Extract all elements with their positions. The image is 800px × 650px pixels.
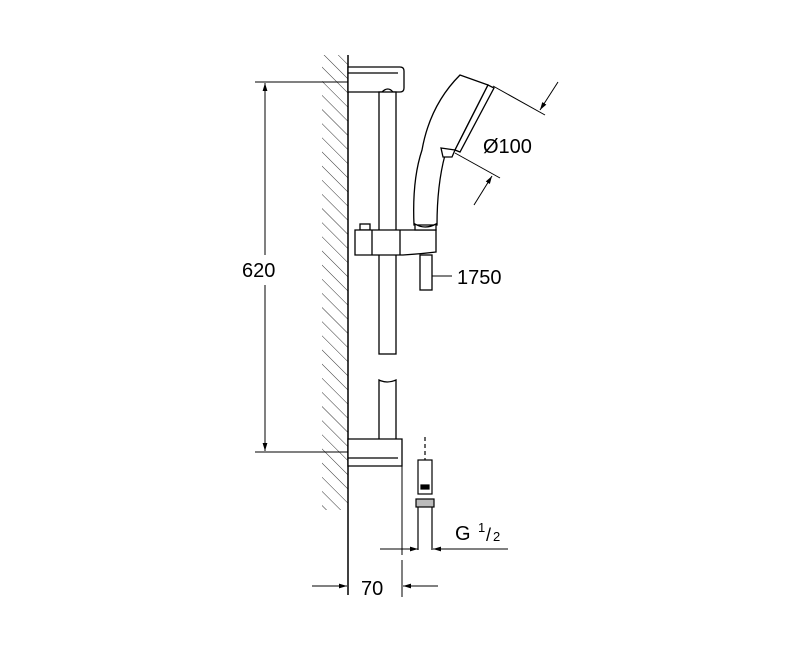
thread-prefix-label: G [455,523,471,545]
thread-dimension [380,466,508,555]
rail-upper [378,91,397,355]
diameter-dimension [454,81,559,206]
wall-offset-label: 70 [361,578,383,600]
slider-holder [354,223,437,256]
wall [322,55,349,595]
thread-slash: / [486,525,491,545]
diameter-label: Ø100 [483,136,532,158]
bottom-wall-bracket [347,438,403,467]
thread-denominator-label: 2 [493,529,500,544]
rail-height-label: 620 [242,260,275,282]
thread-numerator-label: 1 [478,520,485,535]
hose-connector [415,437,435,550]
hose-length-label: 1750 [457,267,502,289]
rail-lower [378,378,397,441]
top-wall-bracket [347,66,405,93]
wall-offset-dimension [312,560,438,597]
hand-shower [413,74,495,231]
hose-segment [419,254,433,291]
rail-height-dimension [255,81,348,453]
